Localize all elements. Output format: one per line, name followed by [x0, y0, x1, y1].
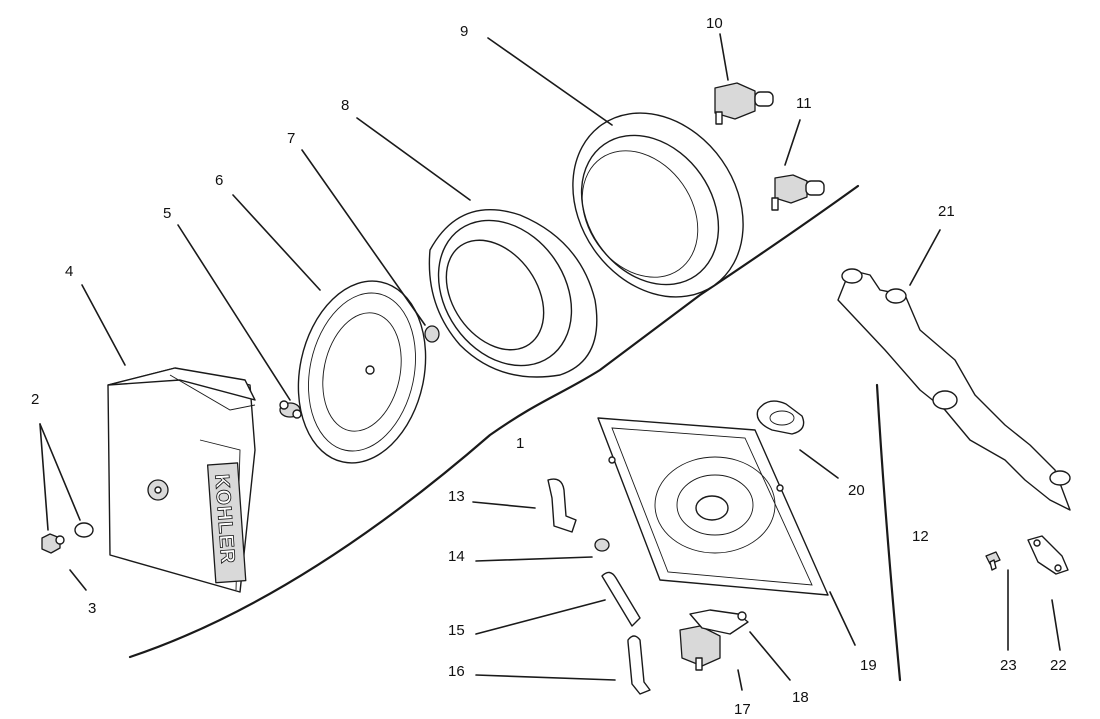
callout-9: 9: [460, 23, 468, 40]
callout-11: 11: [796, 95, 812, 112]
callout-1: 1: [516, 435, 524, 452]
callout-4: 4: [65, 263, 73, 280]
callout-6: 6: [215, 172, 223, 189]
part-10-elbow: [714, 82, 774, 125]
part-5-wingnut: [279, 400, 302, 419]
callout-8: 8: [341, 97, 349, 114]
part-15-hose: [601, 571, 641, 627]
part-2-washer: [74, 522, 94, 538]
leader-lines: [39, 33, 1061, 691]
part-19-base: [597, 417, 829, 596]
part-2-knob: [41, 533, 65, 554]
part-7-nut: [424, 325, 440, 343]
part-11-fitting: [771, 174, 825, 211]
part-6-disk: [297, 280, 427, 464]
callout-3: 3: [88, 600, 96, 617]
callout-18: 18: [792, 689, 809, 706]
divider-curve: [128, 184, 860, 659]
callout-23: 23: [1000, 657, 1017, 674]
callout-17: 17: [734, 701, 751, 718]
part-16-hose: [627, 635, 651, 695]
callout-2: 2: [31, 391, 39, 408]
part-20-gasket: [756, 400, 805, 435]
callout-labels: 1 2 3 4 5 6 7 8 9 10 11 12 13 14 15 16 1…: [31, 15, 1067, 718]
part-22-bracket: [1027, 535, 1069, 575]
callout-15: 15: [448, 622, 465, 639]
part-9-paper-element: [572, 112, 744, 298]
callout-5: 5: [163, 205, 171, 222]
part-17-valve: [679, 625, 721, 671]
part-18-bracket: [689, 609, 749, 635]
callout-10: 10: [706, 15, 723, 32]
callout-19: 19: [860, 657, 877, 674]
part-21-bracket: [837, 268, 1071, 511]
part-13-hose: [547, 478, 577, 533]
callout-12: 12: [912, 528, 929, 545]
part-12-rod: [875, 383, 902, 682]
part-4-cover: KOHLER: [107, 367, 256, 593]
part-23-screw: [985, 551, 1001, 571]
callout-14: 14: [448, 548, 465, 565]
callout-20: 20: [848, 482, 865, 499]
callout-7: 7: [287, 130, 295, 147]
part-8-foam-ring: [428, 208, 598, 378]
brand-logo-text: KOHLER: [210, 473, 238, 565]
callout-13: 13: [448, 488, 465, 505]
callout-21: 21: [938, 203, 955, 220]
callout-22: 22: [1050, 657, 1067, 674]
callout-16: 16: [448, 663, 465, 680]
part-14-clamp: [594, 538, 610, 552]
